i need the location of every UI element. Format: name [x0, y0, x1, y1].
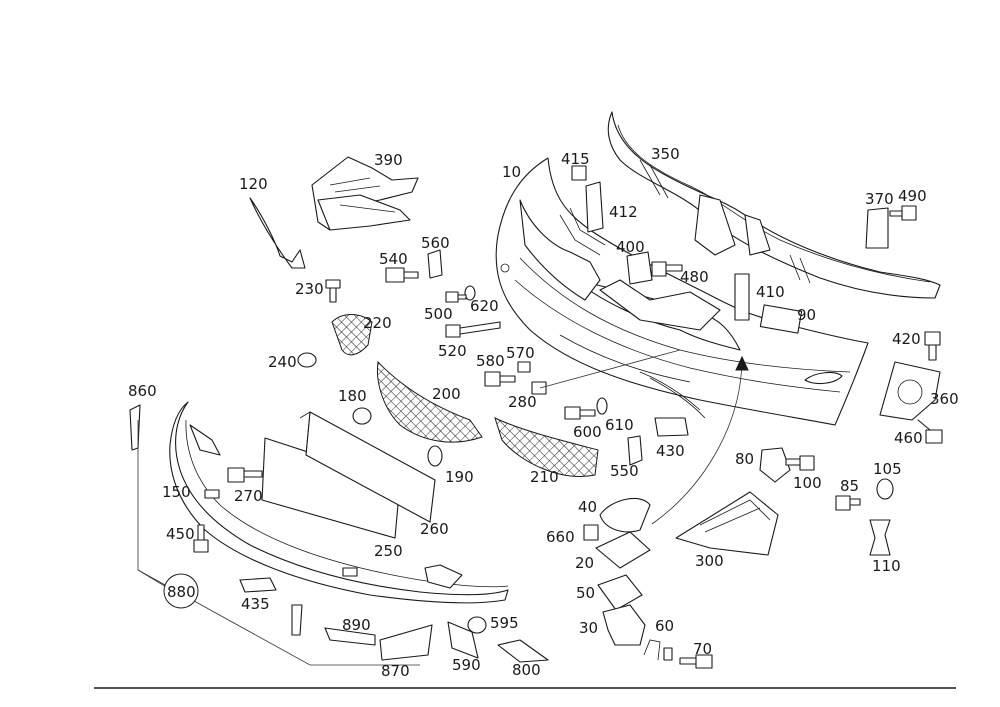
label-20: 20 — [575, 554, 594, 572]
label-600: 600 — [573, 423, 602, 441]
label-100: 100 — [793, 474, 822, 492]
label-560: 560 — [421, 234, 450, 252]
label-520: 520 — [438, 342, 467, 360]
label-460: 460 — [894, 429, 923, 447]
label-400: 400 — [616, 238, 645, 256]
label-40: 40 — [578, 498, 597, 516]
label-280: 280 — [508, 393, 537, 411]
center-panels-part — [261, 411, 436, 539]
label-880: 880 — [167, 583, 196, 601]
label-30: 30 — [579, 619, 598, 637]
label-110: 110 — [872, 557, 901, 575]
upper-support-part — [607, 111, 941, 299]
label-240: 240 — [268, 353, 297, 371]
label-410: 410 — [756, 283, 785, 301]
label-660: 660 — [546, 528, 575, 546]
washer-parts — [595, 497, 661, 661]
callout-circle-880 — [163, 573, 199, 609]
label-870: 870 — [381, 662, 410, 680]
label-60: 60 — [655, 617, 674, 635]
lower-spoiler-part — [169, 401, 509, 604]
mesh-insert-200 — [376, 360, 483, 443]
label-490: 490 — [898, 187, 927, 205]
left-small-parts — [129, 197, 894, 663]
label-270: 270 — [234, 487, 263, 505]
label-595: 595 — [490, 614, 519, 632]
label-260: 260 — [420, 520, 449, 538]
label-415: 415 — [561, 150, 590, 168]
label-890: 890 — [342, 616, 371, 634]
label-430: 430 — [656, 442, 685, 460]
label-620: 620 — [470, 297, 499, 315]
label-10: 10 — [502, 163, 521, 181]
label-435: 435 — [241, 595, 270, 613]
label-85: 85 — [840, 477, 859, 495]
mesh-insert-220 — [331, 314, 373, 356]
label-120: 120 — [239, 175, 268, 193]
label-200: 200 — [432, 385, 461, 403]
label-550: 550 — [610, 462, 639, 480]
label-90: 90 — [797, 306, 816, 324]
label-580: 580 — [476, 352, 505, 370]
label-420: 420 — [892, 330, 921, 348]
label-210: 210 — [530, 468, 559, 486]
label-412: 412 — [609, 203, 638, 221]
mesh-insert-210 — [494, 417, 599, 477]
label-80: 80 — [735, 450, 754, 468]
label-610: 610 — [605, 416, 634, 434]
label-370: 370 — [865, 190, 894, 208]
leader-lines — [137, 349, 749, 666]
left-bracket-part — [311, 156, 419, 231]
label-480: 480 — [680, 268, 709, 286]
label-50: 50 — [576, 584, 595, 602]
bumper-cover-part — [495, 157, 869, 426]
fasteners — [193, 165, 943, 669]
label-350: 350 — [651, 145, 680, 163]
label-570: 570 — [506, 344, 535, 362]
label-220: 220 — [363, 314, 392, 332]
label-360: 360 — [930, 390, 959, 408]
label-800: 800 — [512, 661, 541, 679]
part-labels: 10 20 30 40 50 60 70 80 85 90 100 105 11… — [128, 145, 959, 680]
label-105: 105 — [873, 460, 902, 478]
label-190: 190 — [445, 468, 474, 486]
label-860: 860 — [128, 382, 157, 400]
label-180: 180 — [338, 387, 367, 405]
right-side-parts — [585, 181, 941, 556]
label-300: 300 — [695, 552, 724, 570]
label-540: 540 — [379, 250, 408, 268]
label-590: 590 — [452, 656, 481, 674]
label-390: 390 — [374, 151, 403, 169]
label-450: 450 — [166, 525, 195, 543]
label-150: 150 — [162, 483, 191, 501]
label-500: 500 — [424, 305, 453, 323]
label-70: 70 — [693, 640, 712, 658]
label-250: 250 — [374, 542, 403, 560]
label-230: 230 — [295, 280, 324, 298]
